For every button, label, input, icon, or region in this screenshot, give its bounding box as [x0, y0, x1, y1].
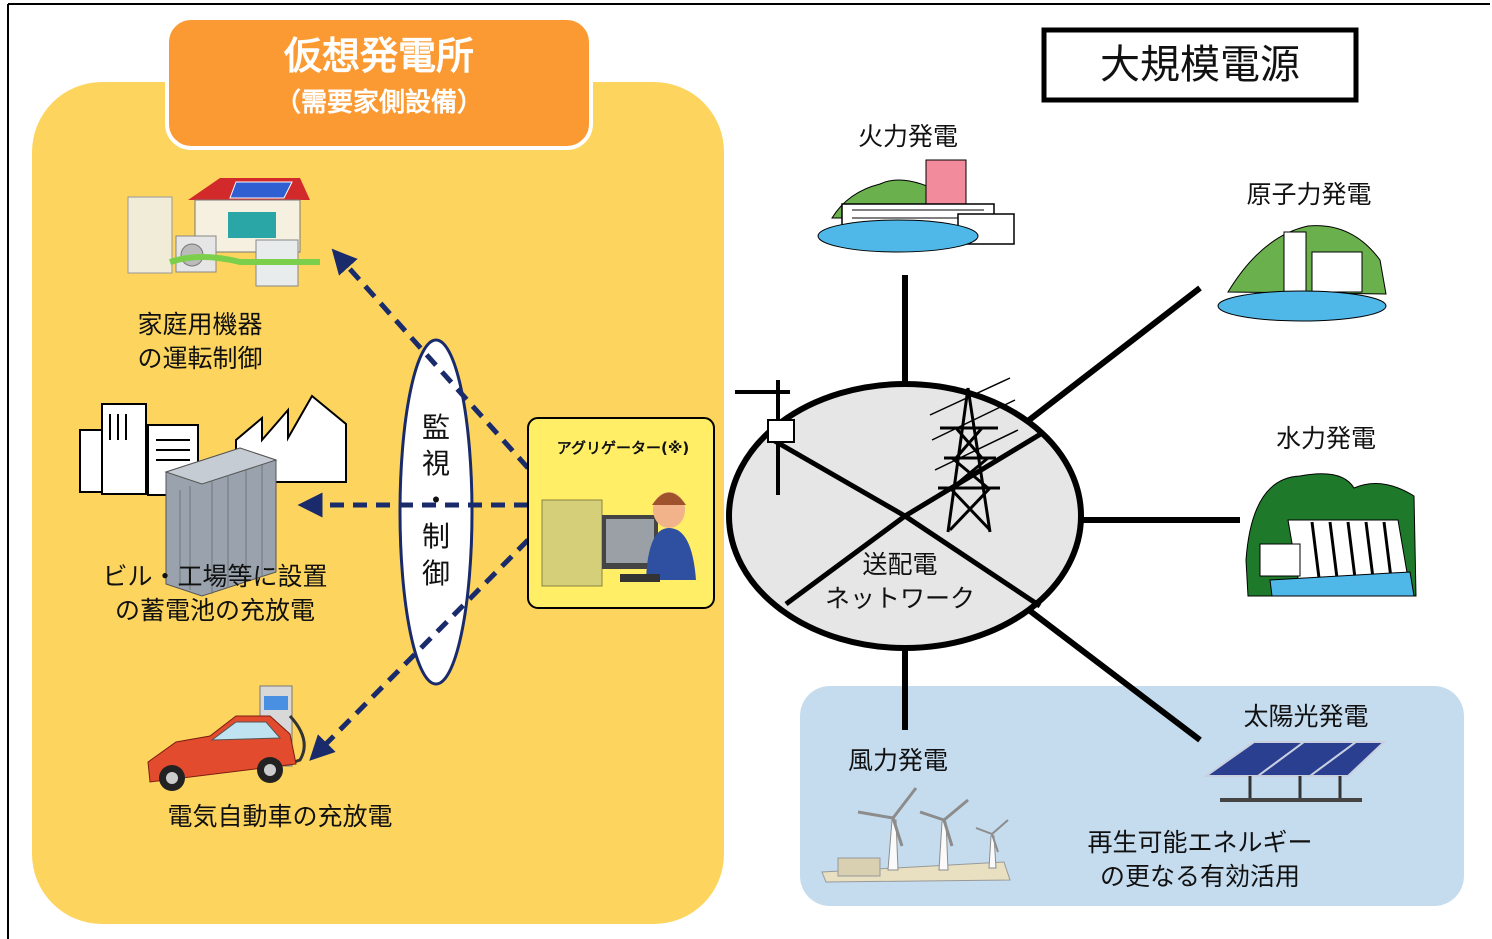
building-factory-battery-icon — [79, 394, 347, 597]
house-solar-icon — [127, 178, 320, 287]
home-device-label: 家庭用機器 の運転制御 — [100, 308, 300, 376]
monitor-ellipse — [398, 338, 474, 686]
renewable-caption-line2: の更なる有効活用 — [1099, 861, 1300, 891]
monitor-char-1: 監 — [421, 411, 450, 444]
network-label-line1: 送配電 — [862, 550, 938, 579]
control-arrows — [297, 248, 530, 761]
aggregator-label: アグリゲーター(※) — [556, 439, 690, 457]
building-battery-label-line2: の蓄電池の充放電 — [114, 595, 315, 625]
operator-computer-icon — [541, 492, 696, 587]
solar-label: 太陽光発電 — [1243, 702, 1369, 731]
nuclear-plant-icon — [1217, 225, 1387, 322]
ev-label: 電気自動車の充放電 — [167, 802, 393, 831]
hydro-label: 水力発電 — [1275, 424, 1376, 453]
renewable-caption: 再生可能エネルギー の更なる有効活用 — [1050, 826, 1350, 894]
nuclear-label: 原子力発電 — [1246, 180, 1372, 209]
large-source-title: 大規模電源 — [1100, 42, 1300, 88]
home-device-label-line1: 家庭用機器 — [137, 310, 263, 339]
ev-charger-car-icon — [147, 685, 306, 791]
hydro-dam-icon — [1245, 473, 1417, 597]
thermal-label: 火力発電 — [857, 122, 958, 151]
renewable-caption-line1: 再生可能エネルギー — [1087, 828, 1313, 857]
monitor-char-3: ・ — [421, 483, 450, 517]
utility-pole-icon — [735, 380, 795, 495]
thermal-plant-icon — [817, 159, 1015, 253]
network-dividers — [771, 429, 1046, 609]
building-battery-label-line1: ビル・工場等に設置 — [102, 562, 328, 591]
home-device-label-line2: の運転制御 — [137, 343, 263, 373]
vpp-subtitle: （需要家側設備） — [274, 88, 483, 118]
vpp-title: 仮想発電所 — [283, 34, 474, 78]
transmission-tower-icon — [929, 377, 1019, 533]
network-label-line2: ネットワーク — [824, 583, 975, 613]
solar-panel-icon — [1202, 741, 1387, 802]
network-label: 送配電 ネットワーク — [800, 548, 1000, 616]
building-battery-label: ビル・工場等に設置 の蓄電池の充放電 — [70, 560, 360, 628]
monitor-control-label: 監 視 ・ 制 御 — [406, 410, 466, 592]
monitor-char-2: 視 — [421, 447, 450, 481]
wind-turbine-icon — [821, 787, 1011, 883]
wind-label: 風力発電 — [847, 746, 948, 775]
monitor-char-5: 御 — [421, 556, 450, 590]
large-source-box — [1041, 27, 1359, 103]
vpp-header — [165, 16, 593, 150]
monitor-char-4: 制 — [421, 520, 450, 554]
